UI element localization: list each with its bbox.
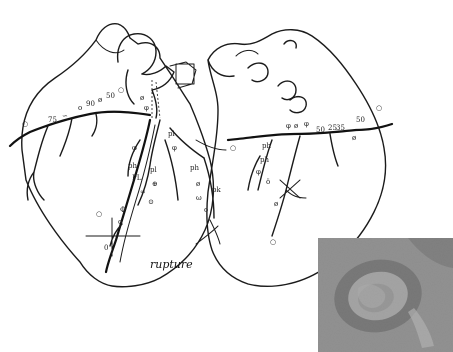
svg-text:50: 50 (106, 92, 115, 100)
svg-text:ø: ø (140, 94, 144, 102)
svg-text:φ: φ (132, 144, 137, 152)
svg-text:φ: φ (172, 144, 177, 152)
svg-text:ph: ph (260, 156, 269, 164)
svg-text:ph: ph (262, 142, 271, 150)
right-heart-annotations: φ ø φ 50 25 35 50 ○ ø ph ph φ ö ø ○ ○ (230, 104, 382, 246)
aorta-pulmonary-trunk (118, 34, 196, 118)
svg-text:φ: φ (304, 120, 309, 128)
svg-text:○: ○ (118, 86, 124, 94)
svg-text:50: 50 (316, 126, 325, 134)
x-mark (280, 180, 300, 198)
svg-text:ph: ph (190, 164, 199, 172)
svg-text:pl: pl (150, 166, 157, 174)
svg-text:ω: ω (196, 194, 202, 202)
svg-text:ph: ph (128, 162, 137, 170)
svg-text:o: o (78, 104, 82, 112)
inset-photograph (318, 238, 453, 352)
svg-text:○: ○ (230, 144, 236, 152)
inset-photo-svg (318, 238, 453, 352)
svg-text:φ: φ (256, 168, 261, 176)
svg-text:ø: ø (294, 122, 298, 130)
svg-text:ø: ø (196, 180, 200, 188)
svg-text:pk: pk (212, 186, 221, 194)
svg-text:ø: ø (98, 96, 102, 104)
svg-text:ø: ø (352, 134, 356, 142)
svg-text:o: o (204, 206, 208, 214)
vessel-stump (176, 64, 194, 84)
svg-text:○: ○ (270, 238, 276, 246)
left-heart-arteries (10, 112, 178, 272)
svg-text:0: 0 (104, 244, 108, 252)
svg-text:o: o (118, 218, 122, 226)
left-heart-annotations: ○ 75 ∽ o 90 ø 50 ○ ø φ φ ph PL pl ⊕ Φ o … (22, 80, 160, 256)
svg-text:⊙: ⊙ (148, 198, 154, 206)
svg-text:90: 90 (86, 100, 95, 108)
svg-text:ø: ø (274, 200, 278, 208)
svg-text:φ: φ (286, 122, 291, 130)
svg-text:○: ○ (96, 210, 102, 218)
svg-text:50: 50 (356, 116, 365, 124)
svg-text:35: 35 (336, 124, 345, 132)
svg-text:75: 75 (48, 116, 57, 124)
right-heart-arteries (228, 124, 392, 236)
svg-text:ö: ö (266, 178, 270, 186)
svg-text:φ: φ (144, 104, 149, 112)
svg-text:PL: PL (132, 174, 142, 182)
svg-text:○: ○ (376, 104, 382, 112)
left-heart-outline (22, 24, 214, 287)
svg-text:⊕: ⊕ (152, 180, 158, 188)
svg-text:○: ○ (22, 120, 28, 128)
rupture-label: rupture (150, 258, 193, 271)
svg-text:Φ: Φ (120, 206, 126, 214)
svg-text:∞: ∞ (140, 188, 146, 196)
svg-text:∽: ∽ (62, 112, 68, 120)
